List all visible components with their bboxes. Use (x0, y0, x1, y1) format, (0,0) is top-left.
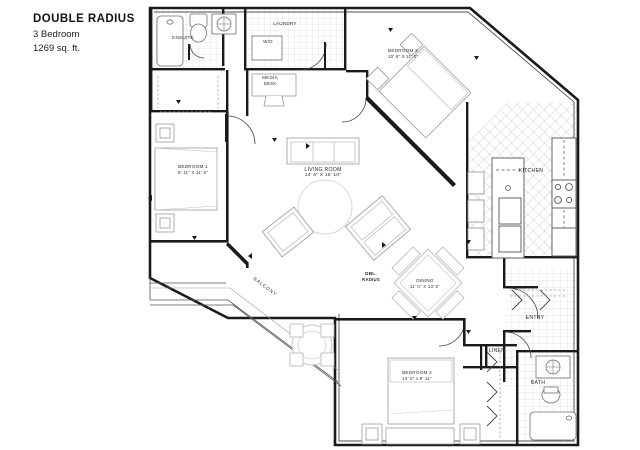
room-label-kitchen: KITCHEN (471, 168, 591, 174)
room-name: BEDROOM 1 (178, 164, 208, 169)
room-dimensions: DESK (263, 80, 277, 86)
room-label-dbl_radius: DBL.RADIUS (311, 271, 431, 283)
door-panels (188, 42, 538, 358)
room-name: KITCHEN (518, 168, 544, 174)
room-label-bath: BATH (478, 380, 598, 386)
balcony-furniture (289, 323, 335, 367)
room-label-linen: LINEN (437, 348, 557, 354)
room-name: BEDROOM 2 (402, 370, 432, 375)
exterior-walls (148, 6, 580, 447)
kitchen-fixtures (467, 137, 577, 259)
room-name: LAUNDRY (273, 21, 297, 26)
bedroom-count: 3 Bedroom (33, 29, 80, 40)
closet-doors (486, 289, 551, 427)
room-dimensions: 13' 5" x 8' 11" (402, 375, 432, 381)
media-desk-furniture (251, 73, 297, 107)
room-name: LIVING ROOM (304, 167, 342, 173)
room-name: MEDIA (262, 75, 278, 80)
title-block: DOUBLE RADIUS 3 Bedroom 1269 sq. ft. (33, 12, 223, 55)
bedroom3-furniture (365, 32, 472, 139)
room-label-entry: ENTRY (475, 315, 595, 321)
window-markers (148, 28, 479, 334)
room-dimensions: 14' 6" X 15' 10" (304, 173, 342, 179)
bath-fixtures (529, 355, 577, 441)
ensuite-fixtures (156, 13, 237, 67)
room-dimensions: 8' 11" X 11' 6" (178, 169, 208, 175)
square-footage: 1269 sq. ft. (33, 42, 81, 54)
room-label-ensuite: ENSUITE (123, 35, 243, 41)
room-name: ENSUITE (172, 35, 194, 40)
laundry-fixtures (251, 35, 283, 61)
room-dimensions: 11' 0" X 13' 5" (409, 283, 441, 289)
room-name: DBL. (365, 271, 377, 276)
room-name: LINEN (488, 348, 506, 354)
page-title: DOUBLE RADIUS (33, 13, 135, 25)
room-name: W/D (263, 39, 273, 44)
room-name: DINING (416, 278, 434, 283)
living-room-furniture (261, 137, 412, 261)
bedroom2-furniture (361, 357, 481, 445)
room-dimensions: 10' 6" X 11' 0" (387, 53, 419, 59)
closet-shelving (157, 76, 566, 440)
dining-furniture (391, 246, 465, 320)
exterior-wall-inner-line (154, 11, 575, 442)
room-label-laundry: LAUNDRY (225, 21, 345, 27)
room-name: BEDROOM 3 (388, 48, 418, 53)
room-label-wd: W/D (208, 39, 328, 45)
interior-walls (150, 8, 578, 444)
room-name: ENTRY (525, 315, 545, 321)
room-name: BATH (530, 380, 546, 386)
room-dimensions: RADIUS (362, 276, 380, 282)
bedroom1-furniture (154, 123, 218, 233)
